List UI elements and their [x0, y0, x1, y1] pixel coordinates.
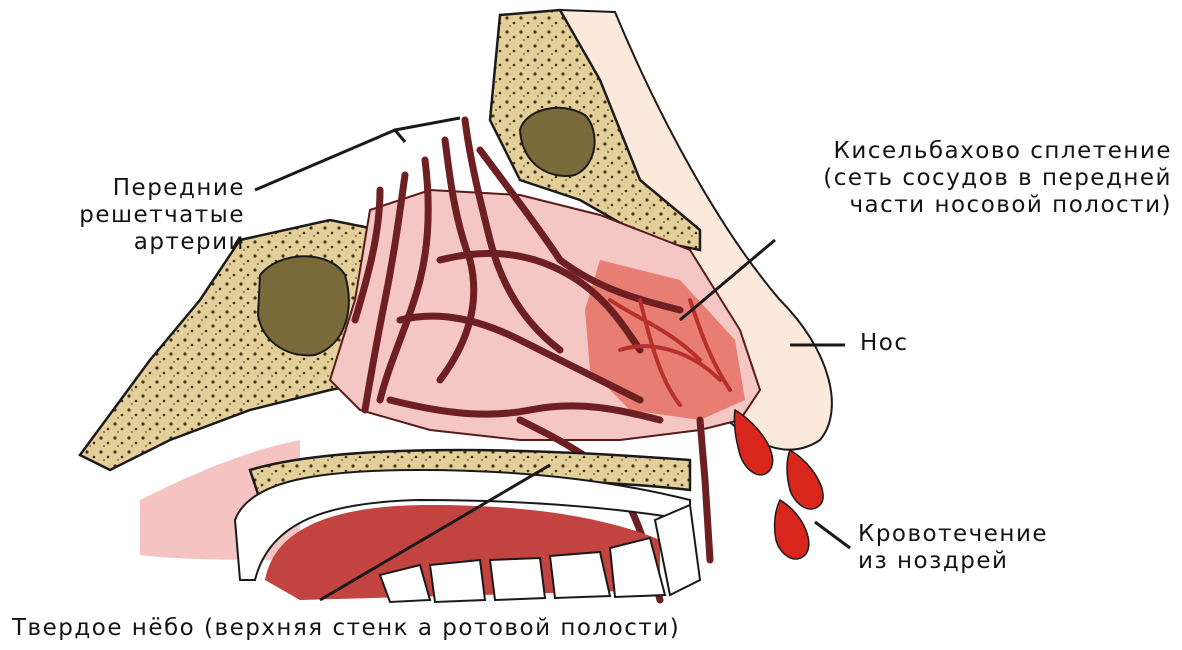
label-nosebleed: Кровотечение из ноздрей: [858, 521, 1048, 575]
label-ethmoid-arteries: Передние решетчатые артерии: [40, 175, 245, 256]
label-plexus-line-2: (сеть сосудов в передней: [720, 165, 1172, 192]
leader-bleeding: [815, 522, 850, 548]
label-nose: Нос: [860, 330, 909, 357]
label-ethmoid-line-3: артерии: [40, 229, 245, 256]
sphenoid-sinus: [258, 256, 349, 355]
label-hard-palate: Твердое нёбо (верхняя стенк а ротовой по…: [12, 615, 680, 642]
sphenoid-bone: [80, 220, 380, 470]
label-plexus-line-1: Кисельбахово сплетение: [720, 138, 1172, 165]
label-ethmoid-line-1: Передние: [40, 175, 245, 202]
label-bleeding-line-2: из ноздрей: [858, 548, 1048, 575]
label-bleeding-line-1: Кровотечение: [858, 521, 1048, 548]
label-kiesselbach-plexus: Кисельбахово сплетение (сеть сосудов в п…: [720, 138, 1172, 219]
label-ethmoid-line-2: решетчатые: [40, 202, 245, 229]
label-plexus-line-3: части носовой полости): [720, 192, 1172, 219]
leader-ethmoid-branch: [395, 130, 405, 142]
